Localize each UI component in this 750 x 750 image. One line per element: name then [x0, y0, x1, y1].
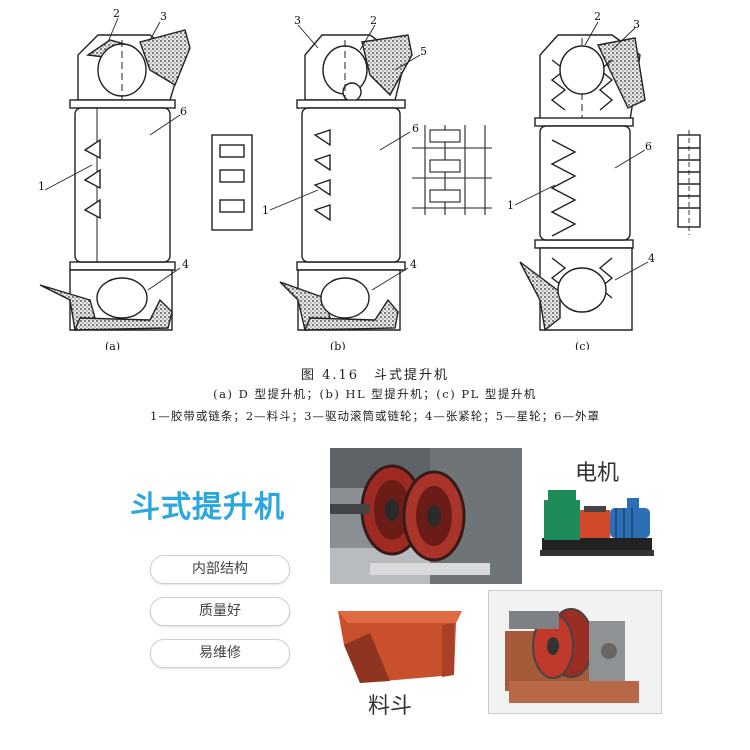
diagram-c — [514, 21, 701, 332]
label-4-a: 4 — [182, 258, 189, 271]
label-3-c: 3 — [633, 18, 640, 31]
subfig-a: (a) — [105, 340, 120, 350]
bucket-elevator-diagrams: 2 3 6 1 4 (a) 3 2 5 6 1 4 (b) 2 3 6 1 4 … — [38, 7, 701, 350]
label-3-b: 3 — [294, 14, 301, 27]
feature-pill-maintenance: 易维修 — [150, 639, 290, 668]
label-1-a: 1 — [38, 180, 45, 193]
subfig-c: (c) — [575, 340, 590, 350]
label-4-c: 4 — [648, 252, 655, 265]
label-2-a: 2 — [113, 7, 120, 20]
label-1-b: 1 — [262, 204, 269, 217]
label-bucket: 料斗 — [368, 694, 413, 719]
label-2-c: 2 — [594, 10, 601, 23]
subfig-b: (b) — [330, 340, 346, 350]
diagram-a — [39, 17, 253, 332]
feature-pill-quality: 质量好 — [150, 597, 290, 626]
promo-title: 斗式提升机 — [130, 490, 285, 525]
label-motor: 电机 — [575, 461, 620, 486]
label-1-c: 1 — [507, 199, 514, 212]
label-6-b: 6 — [412, 122, 419, 135]
label-2-b: 2 — [370, 14, 377, 27]
label-4-b: 4 — [410, 258, 417, 271]
photo-pulley-closeup — [330, 448, 522, 584]
figure-caption-legend: 1—胶带或链条；2—料斗；3—驱动滚筒或链轮；4—张紧轮；5—星轮；6—外罩 — [150, 409, 600, 423]
feature-pill-structure: 内部结构 — [150, 555, 290, 584]
label-6-a: 6 — [180, 105, 187, 118]
label-5-b: 5 — [420, 45, 427, 58]
photo-motor — [532, 480, 662, 576]
label-6-c: 6 — [645, 140, 652, 153]
diagram-b — [269, 24, 492, 332]
photo-bucket — [330, 605, 470, 687]
photo-assembly — [488, 590, 662, 714]
figure-caption-types: (a) D 型提升机；(b) HL 型提升机；(c) PL 型提升机 — [213, 387, 537, 401]
figure-caption-title: 图 4.16 斗式提升机 — [300, 368, 450, 383]
label-3-a: 3 — [160, 10, 167, 23]
